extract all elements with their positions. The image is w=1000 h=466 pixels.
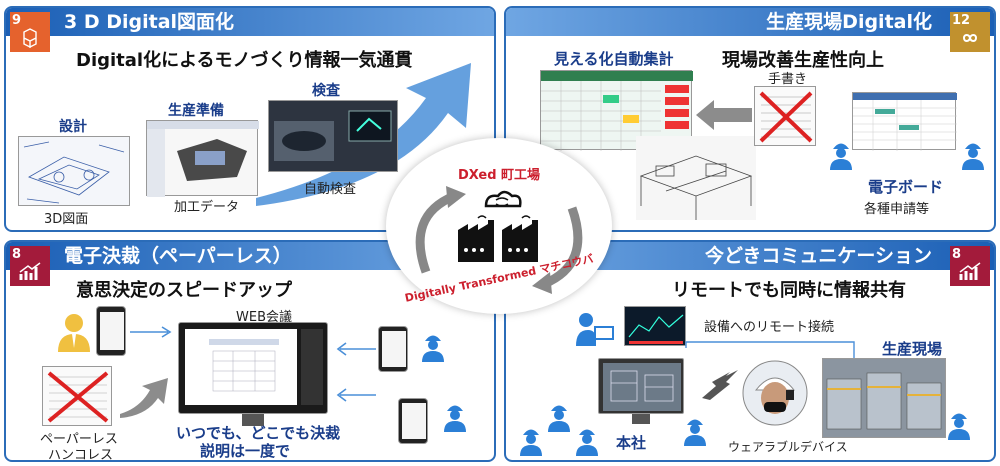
paper-document-crossed bbox=[42, 366, 112, 426]
sdg-12-badge: 12 bbox=[950, 12, 990, 52]
smartphone-image bbox=[378, 326, 408, 372]
electronic-board-image bbox=[852, 92, 957, 151]
growth-chart-icon bbox=[19, 262, 41, 280]
wireless-signal-icon bbox=[702, 370, 738, 400]
panel-subtitle: 現場改善生産性向上 bbox=[722, 50, 884, 71]
sdg-8-badge: 8 bbox=[950, 246, 990, 286]
panel-title: 生産現場Digital化 bbox=[506, 8, 994, 36]
panel-subtitle: 意思決定のスピードアップ bbox=[76, 280, 292, 301]
panel-subtitle: リモートでも同時に情報共有 bbox=[672, 280, 906, 301]
operator-at-pc-icon bbox=[576, 313, 614, 346]
sdg-number: 8 bbox=[952, 247, 962, 262]
label-handwriting: 手書き bbox=[768, 72, 808, 87]
center-title: DXed 町工場 bbox=[457, 168, 541, 183]
manager-icon bbox=[58, 314, 90, 352]
left-arrow-icon bbox=[336, 342, 376, 356]
monitor-image bbox=[178, 322, 328, 414]
label-3d-drawing: 3D図面 bbox=[44, 212, 89, 227]
worker-icon bbox=[548, 405, 570, 432]
label-explain-once: 説明は一度で bbox=[200, 442, 291, 460]
label-hankoless: ハンコレス bbox=[48, 448, 114, 462]
smartphone-image bbox=[398, 398, 428, 444]
worker-icon bbox=[962, 143, 984, 170]
left-arrow-icon bbox=[336, 388, 376, 402]
label-prep: 生産準備 bbox=[168, 103, 224, 119]
sdg-8-badge: 8 bbox=[10, 246, 50, 286]
label-requests: 各種申請等 bbox=[864, 202, 930, 217]
panel-subtitle: Digital化によるモノづくり情報一気通貫 bbox=[76, 50, 413, 71]
monitor-stand bbox=[242, 414, 264, 426]
label-headquarters: 本社 bbox=[616, 434, 647, 452]
panel-title: 3 D Digital図面化 bbox=[6, 8, 494, 36]
label-electronic-board: 電子ボード bbox=[868, 178, 944, 196]
center-emblem: DXed 町工場 Digitally Transformed マチコウバ bbox=[386, 138, 612, 314]
paper-form-crossed bbox=[754, 86, 816, 146]
smartphone-image bbox=[96, 306, 126, 356]
label-anytime-approval: いつでも、どこでも決裁 bbox=[176, 424, 341, 442]
label-visualization: 見える化自動集計 bbox=[554, 50, 674, 68]
label-auto-inspect: 自動検査 bbox=[304, 182, 357, 197]
sdg-9-badge: 9 bbox=[10, 12, 50, 52]
label-inspect: 検査 bbox=[312, 83, 340, 99]
infinity-icon bbox=[962, 34, 978, 42]
label-remote-connection: 設備へのリモート接続 bbox=[704, 320, 835, 335]
label-production-site: 生産現場 bbox=[882, 340, 943, 358]
cad-drawing-image bbox=[18, 136, 130, 206]
label-web-meeting: WEB会議 bbox=[236, 310, 292, 325]
remote-screen-image bbox=[624, 306, 686, 346]
worker-icon bbox=[520, 429, 542, 456]
label-paperless: ペーパーレス bbox=[40, 432, 118, 447]
label-machining-data: 加工データ bbox=[174, 200, 240, 215]
production-site-photo bbox=[822, 358, 946, 438]
left-arrow-icon bbox=[696, 100, 752, 130]
progress-arrow-icon bbox=[256, 63, 471, 206]
label-wearable: ウェアラブルデバイス bbox=[728, 440, 848, 454]
factory-line-drawing bbox=[636, 136, 756, 220]
monitor-stand bbox=[632, 414, 650, 424]
hq-monitor-image bbox=[598, 358, 684, 414]
worker-icon bbox=[422, 335, 444, 362]
cam-software-image bbox=[146, 120, 259, 197]
label-design: 設計 bbox=[59, 119, 87, 135]
sdg-number: 9 bbox=[12, 13, 22, 28]
curved-arrow-icon bbox=[120, 378, 168, 418]
worker-icon bbox=[576, 429, 598, 456]
inspection-photo bbox=[268, 100, 398, 172]
factory-cloud-icon bbox=[458, 190, 538, 262]
sdg-number: 12 bbox=[952, 13, 971, 28]
panel-3d-digital: 3 D Digital図面化 9 Digital化によるモノづくり情報一気通貫 … bbox=[4, 6, 496, 232]
right-arrow-icon bbox=[130, 326, 172, 338]
worker-icon bbox=[830, 143, 852, 170]
sdg-number: 8 bbox=[12, 247, 22, 262]
wearable-device-photo bbox=[742, 360, 808, 426]
growth-chart-icon bbox=[959, 262, 981, 280]
worker-icon bbox=[684, 419, 706, 446]
worker-icon bbox=[948, 413, 970, 440]
worker-icon bbox=[444, 405, 466, 432]
cycle-arrows-icon bbox=[415, 186, 583, 294]
cubes-icon bbox=[23, 28, 37, 48]
